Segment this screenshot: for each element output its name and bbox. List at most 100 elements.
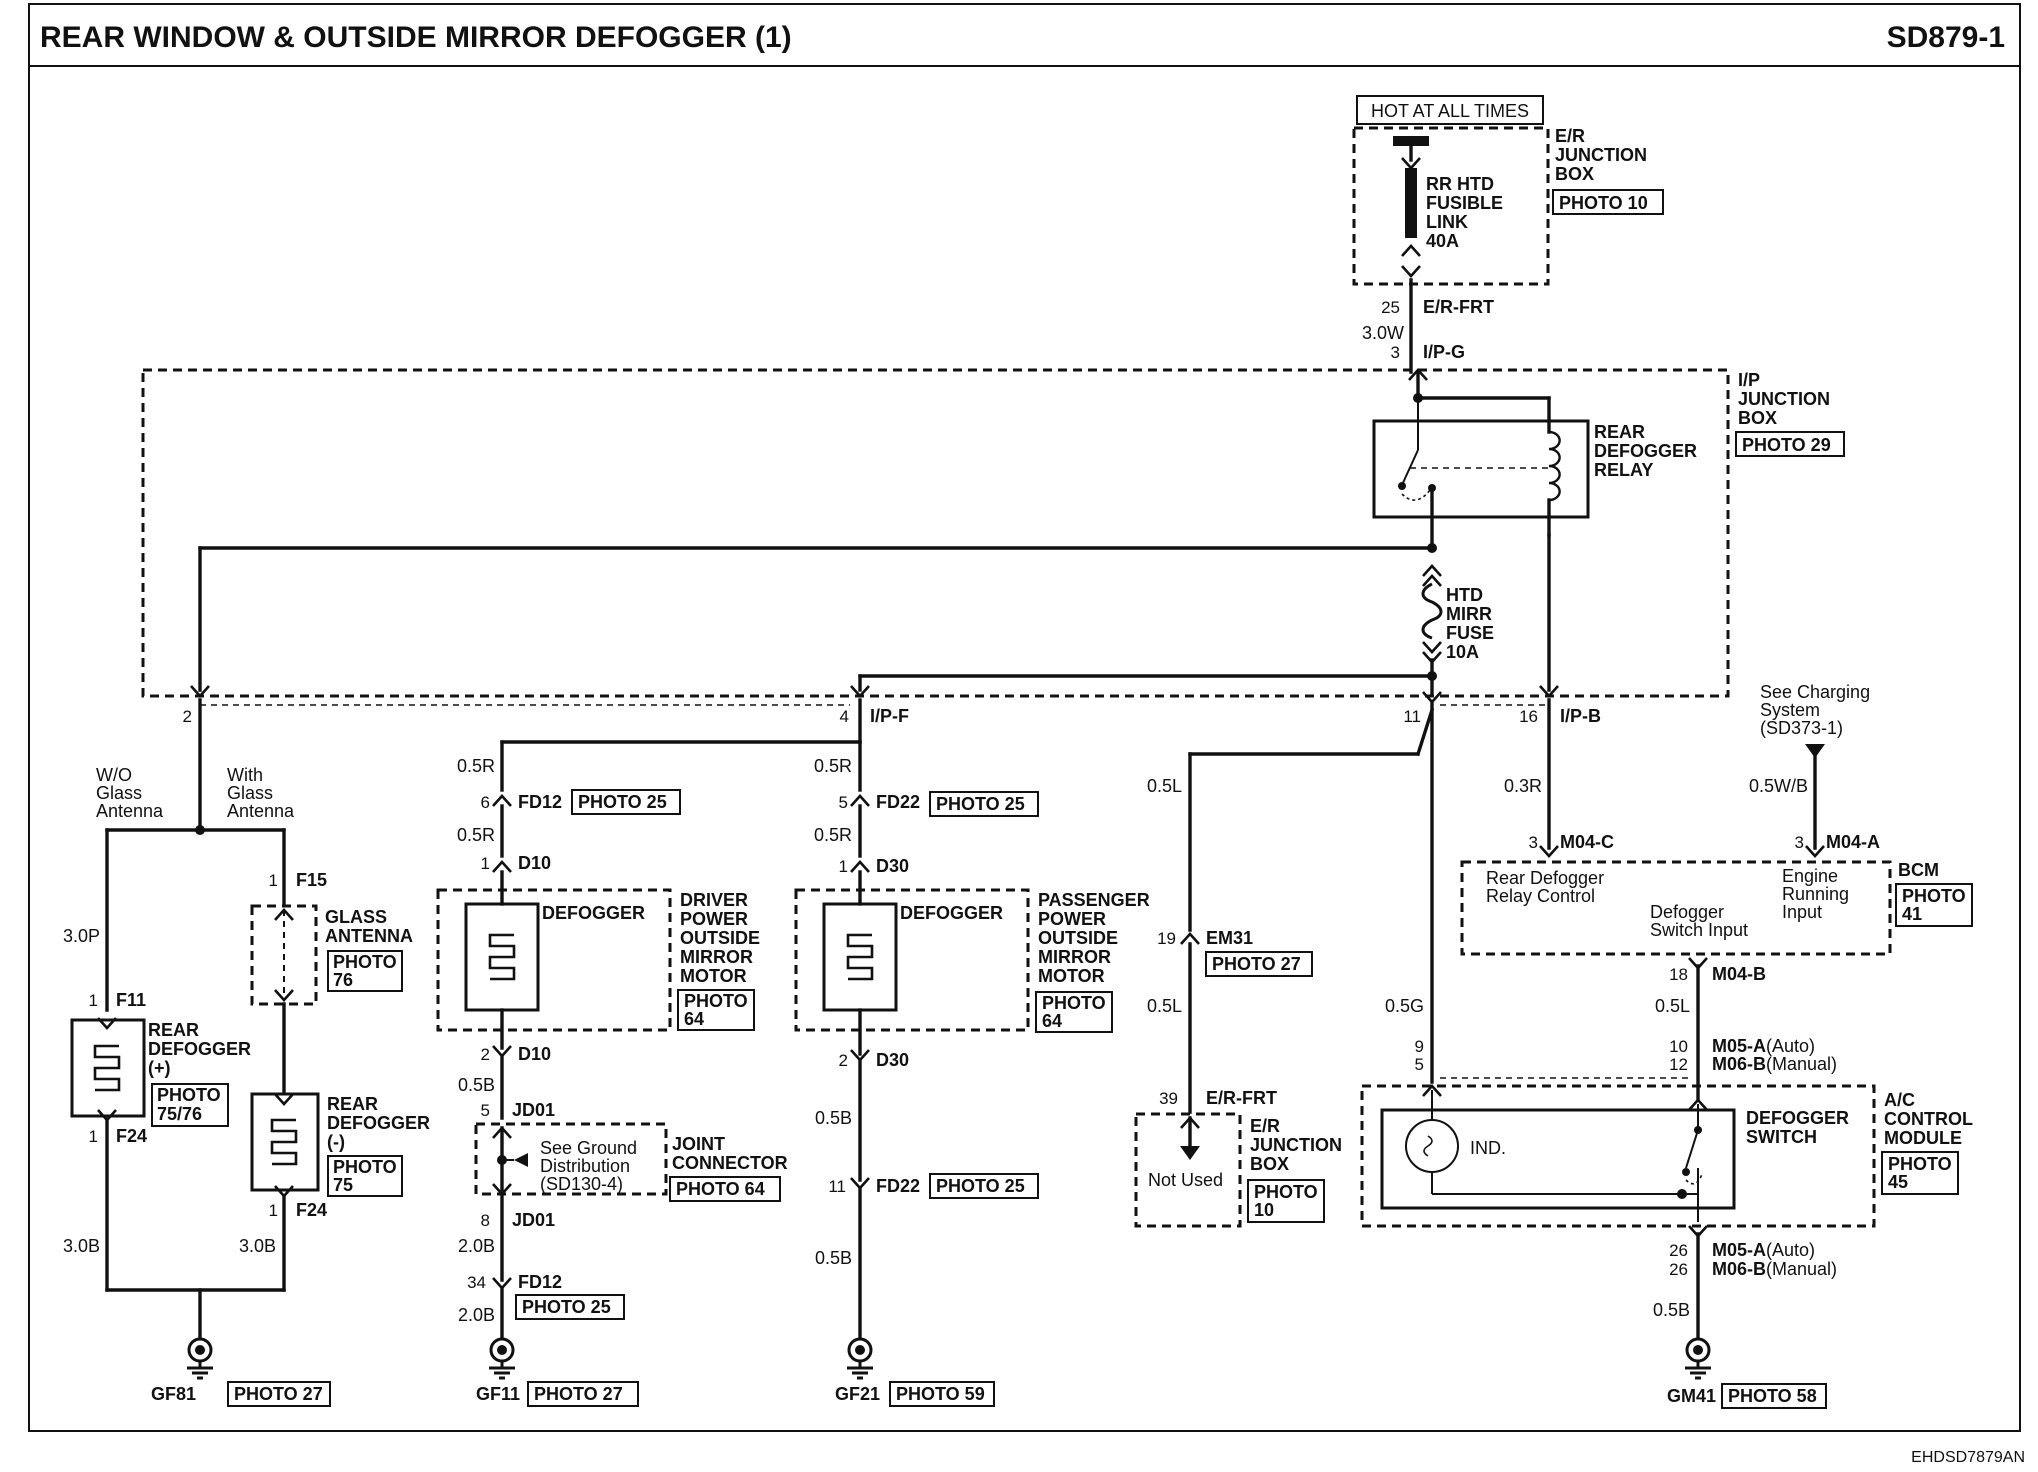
diagram-code: SD879-1	[1887, 21, 2005, 54]
ground-icon	[1683, 1337, 1713, 1380]
bcm-photo-line2: 41	[1902, 904, 1922, 924]
rear-defogger-plus-photo-line1: PHOTO	[157, 1085, 221, 1105]
pin-d10a: 1	[481, 854, 490, 873]
wire-label-0-5b-b: 0.5B	[815, 1248, 852, 1268]
conn-d30b: D30	[876, 1050, 909, 1070]
glass-antenna-line1: GLASS	[325, 907, 387, 927]
indicator-lamp-icon	[1405, 1119, 1459, 1173]
pin-12: 12	[1669, 1055, 1688, 1074]
conn-m04a: M04-A	[1826, 832, 1880, 852]
pin-10: 10	[1669, 1037, 1688, 1056]
conn-f24a: F24	[116, 1126, 147, 1146]
hot-label: HOT AT ALL TIMES	[1371, 101, 1529, 121]
wire-label-0-5r-a: 0.5R	[457, 756, 495, 776]
conn-fd22: FD22	[876, 792, 920, 812]
svg-text:FUSIBLE: FUSIBLE	[1426, 193, 1503, 213]
conn-er-frt: E/R-FRT	[1423, 297, 1494, 317]
conn-f11: F11	[116, 990, 146, 1010]
with-glass-line3: Antenna	[227, 801, 295, 821]
driver-mirror-motor	[436, 888, 672, 1032]
wire-label-0-5l-a: 0.5L	[1147, 776, 1182, 796]
svg-text:M06-B(Manual): M06-B(Manual)	[1712, 1054, 1837, 1074]
bcm-section: 0.3R 3 M04-C See Charging System (SD373-…	[1460, 682, 1973, 1100]
driver-mirror-photo-line2: 64	[684, 1009, 704, 1029]
fuse-label-line2: MIRR	[1446, 604, 1492, 624]
ac-control-module	[1360, 1084, 1876, 1228]
fuse-label-line3: FUSE	[1446, 623, 1494, 643]
relay-label-line1: REAR	[1594, 422, 1645, 442]
ac-module-line3: MODULE	[1884, 1128, 1962, 1148]
wire-label-0-5b: 0.5B	[1653, 1300, 1690, 1320]
defogger-switch[interactable]	[1380, 1108, 1736, 1210]
ground-gf21-photo: PHOTO 59	[896, 1384, 985, 1404]
conn-ip-f: I/P-F	[870, 706, 909, 726]
rear-relay-ctrl-line1: Rear Defogger	[1486, 868, 1604, 888]
ground-gm41-photo: PHOTO 58	[1728, 1386, 1817, 1406]
passenger-mirror-line2: POWER	[1038, 909, 1106, 929]
ip-box-label-line1: I/P	[1738, 370, 1760, 390]
svg-text:M05-A(Auto): M05-A(Auto)	[1712, 1036, 1815, 1056]
er-box-line3: BOX	[1555, 164, 1594, 184]
passenger-mirror-photo-line2: 64	[1042, 1011, 1062, 1031]
joint-connector-photo: PHOTO 64	[676, 1179, 765, 1199]
see-ground-line1: See Ground	[540, 1138, 637, 1158]
indicator-label: IND.	[1470, 1138, 1506, 1158]
glass-antenna-line2: ANTENNA	[325, 926, 413, 946]
wire-label-0-3r: 0.3R	[1504, 776, 1542, 796]
ac-module-photo-line2: 45	[1888, 1172, 1908, 1192]
pin-d30b: 2	[839, 1051, 848, 1070]
rear-defogger-minus-photo-line1: PHOTO	[333, 1157, 397, 1177]
er-box2-photo-line2: 10	[1254, 1200, 1274, 1220]
wire-label-3-0b-b: 3.0B	[239, 1236, 276, 1256]
wire-label-3-0p: 3.0P	[63, 926, 100, 946]
pin-fd22b: 11	[828, 1177, 846, 1196]
wire-label-0-5r-b: 0.5R	[457, 825, 495, 845]
er-box2-line3: BOX	[1250, 1154, 1289, 1174]
er-box-line1: E/R	[1555, 126, 1585, 146]
wire-label-0-5wb: 0.5W/B	[1749, 776, 1808, 796]
fusible-link-rating: 40A	[1426, 231, 1459, 251]
page-frame	[28, 3, 2021, 1432]
wire-label-0-5r-b: 0.5R	[814, 825, 852, 845]
fusible-link-line3: LINK	[1426, 212, 1468, 232]
charging-line3: (SD373-1)	[1760, 718, 1843, 738]
wire-label-0-5l: 0.5L	[1655, 996, 1690, 1016]
ground-gf81: GF81	[151, 1384, 196, 1404]
driver-defogger-label: DEFOGGER	[542, 903, 645, 923]
passenger-mirror-motor	[794, 888, 1030, 1032]
pin-16: 16	[1519, 707, 1538, 726]
fusible-link-line2: FUSIBLE	[1426, 193, 1503, 213]
driver-mirror-line5: MOTOR	[680, 966, 747, 986]
ground-icon	[845, 1337, 875, 1380]
joint-connector-line2: CONNECTOR	[672, 1153, 788, 1173]
rear-defogger-plus-line3: (+)	[148, 1058, 171, 1078]
conn-jd01a: JD01	[512, 1100, 555, 1120]
wire-label-0-5b-a: 0.5B	[815, 1108, 852, 1128]
switch-input-line1: Defogger	[1650, 902, 1724, 922]
conn-er-frt-39: E/R-FRT	[1206, 1088, 1277, 1108]
ip-junction-box: REAR DEFOGGER RELAY I/P JUNCTION BOX PHO…	[141, 368, 1845, 726]
svg-text:M05-A(Auto): M05-A(Auto)	[1712, 1240, 1815, 1260]
er-junction-box-not-used	[1134, 1112, 1242, 1228]
conn-m06b-b: M06-B	[1712, 1259, 1766, 1279]
conn-m06b: M06-B	[1712, 1054, 1766, 1074]
pin-jd01b: 8	[481, 1211, 490, 1230]
fd12b-photo: PHOTO 25	[522, 1297, 611, 1317]
passenger-mirror-photo-line1: PHOTO	[1042, 993, 1106, 1013]
see-ground-line2: Distribution	[540, 1156, 630, 1176]
defogger-switch-line2: SWITCH	[1746, 1127, 1817, 1147]
conn-fd12: FD12	[518, 792, 562, 812]
pin-2: 2	[183, 707, 192, 726]
defogger-switch-line1: DEFOGGER	[1746, 1108, 1849, 1128]
er-box-line2: JUNCTION	[1555, 145, 1647, 165]
charging-line1: See Charging	[1760, 682, 1870, 702]
fuse-label-line1: HTD	[1446, 585, 1483, 605]
battery-terminal-icon	[1393, 136, 1429, 146]
wire-label-2-0b-a: 2.0B	[458, 1236, 495, 1256]
fd22-photo: PHOTO 25	[936, 794, 1025, 814]
joint-connector	[474, 1122, 668, 1196]
driver-mirror-line4: MIRROR	[680, 947, 753, 967]
ac-module-line2: CONTROL	[1884, 1109, 1973, 1129]
pin-m04b: 18	[1669, 965, 1688, 984]
